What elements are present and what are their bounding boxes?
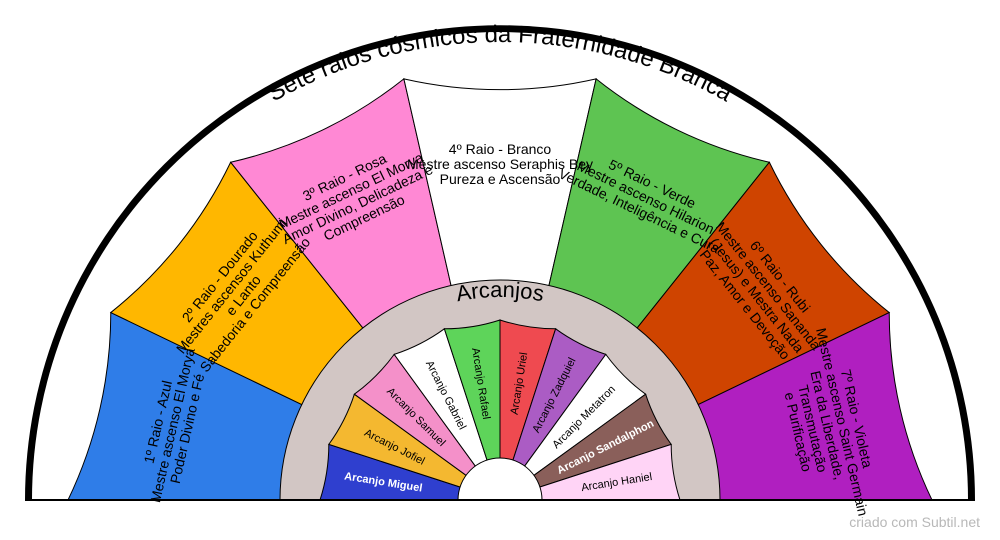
- archangels-ring-title: Arcanjos: [454, 277, 546, 306]
- center-hub: [457, 457, 543, 501]
- ray-label-line: Mestre ascenso Seraphis Bey: [407, 156, 593, 172]
- ray-label-line: Pureza e Ascensão: [440, 171, 561, 187]
- ray-label-line: 4º Raio - Branco: [449, 141, 552, 157]
- credit-text: criado com Subtil.net: [849, 514, 980, 530]
